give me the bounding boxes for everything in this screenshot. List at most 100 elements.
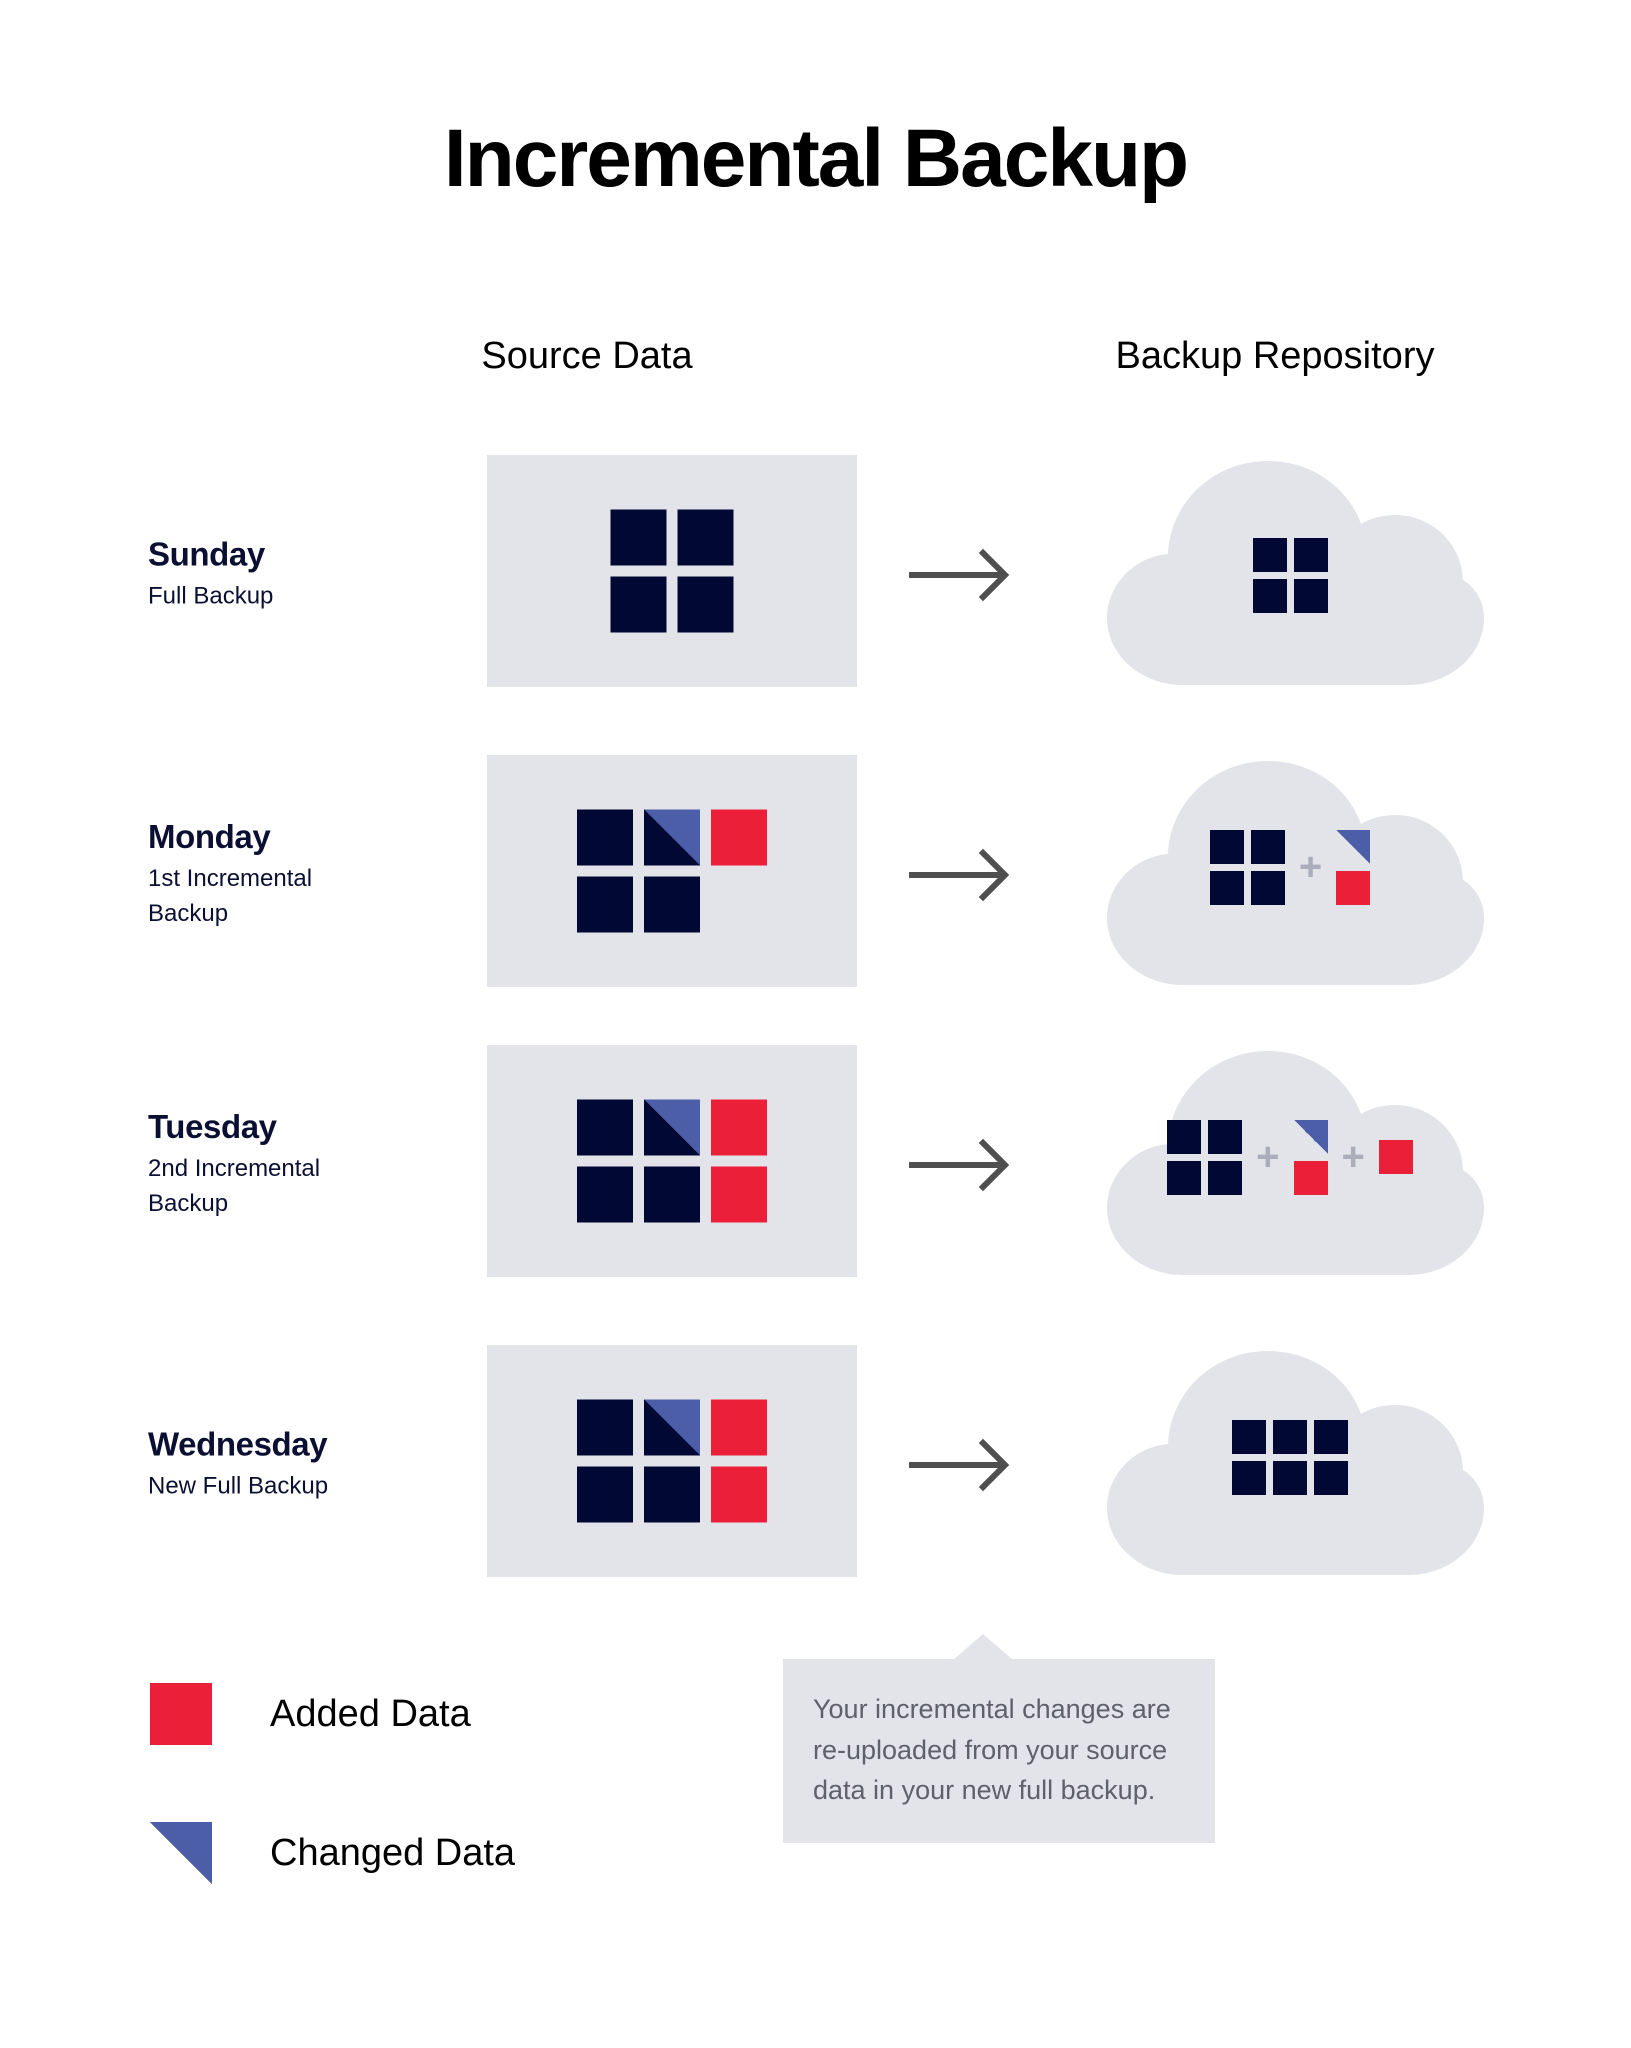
row-tuesday: Tuesday 2nd Incremental Backup — [0, 1045, 1631, 1285]
backup-repository-cloud-tuesday: + + — [1090, 1045, 1490, 1285]
legend-item-changed-data: Changed Data — [150, 1822, 515, 1884]
plus-icon: + — [1256, 1135, 1280, 1179]
repo-tile-navy — [1208, 1119, 1243, 1154]
source-tile-navy — [577, 876, 633, 933]
cloud-contents — [1090, 1345, 1490, 1585]
arrow-right-icon — [905, 1135, 1025, 1195]
repo-tile-grid — [1232, 1419, 1348, 1495]
source-tile-navy — [644, 1166, 700, 1223]
source-tile-navy — [677, 509, 734, 566]
repo-tile-navy — [1293, 537, 1328, 572]
repo-tile-grid — [1209, 829, 1285, 905]
cloud-icon — [1107, 761, 1484, 985]
source-tile-added — [711, 1466, 767, 1523]
cloud-contents: + + — [1090, 1045, 1490, 1285]
legend: Added Data Changed Data — [150, 1683, 515, 1961]
repo-increment-1 — [1293, 1119, 1328, 1195]
repo-tile-navy — [1167, 1160, 1202, 1195]
source-tile-added — [711, 1399, 767, 1456]
changed-data-triangle — [1336, 829, 1371, 864]
source-tile-navy — [644, 1466, 700, 1523]
source-tile-grid — [577, 1399, 767, 1523]
arrow-right-icon — [905, 545, 1025, 605]
repo-tile-navy — [1167, 1119, 1202, 1154]
source-tile-added — [711, 809, 767, 866]
row-monday: Monday 1st Incremental Backup — [0, 755, 1631, 995]
repo-tile-navy — [1273, 1419, 1307, 1454]
cloud-icon — [1107, 461, 1484, 685]
source-tile-empty — [711, 877, 767, 933]
repo-tile-navy — [1250, 829, 1285, 864]
callout-tooltip: Your incremental changes are re-uploaded… — [783, 1634, 1215, 1843]
repo-tile-navy — [1252, 578, 1287, 613]
cloud-contents — [1090, 455, 1490, 695]
page-title: Incremental Backup — [443, 113, 1189, 204]
source-tile-changed — [644, 1399, 700, 1456]
source-tile-navy — [577, 1099, 633, 1156]
source-tile-navy — [577, 1166, 633, 1223]
repo-increment-1 — [1336, 829, 1371, 905]
column-header-backup-repository: Backup Repository — [1115, 335, 1435, 377]
row-label-tuesday: Tuesday 2nd Incremental Backup — [148, 1108, 448, 1222]
arrow-right-icon — [905, 1435, 1025, 1495]
source-data-panel-wednesday — [487, 1345, 857, 1577]
backup-repository-cloud-wednesday — [1090, 1345, 1490, 1585]
row-day-label: Sunday — [148, 535, 265, 573]
row-subtitle-label: New Full Backup — [148, 1472, 329, 1500]
repo-tile-grid — [1252, 537, 1328, 613]
source-tile-changed — [644, 809, 700, 866]
added-data-square — [1336, 870, 1371, 905]
changed-data-triangle — [1293, 1119, 1328, 1154]
row-subtitle-label: Full Backup — [148, 582, 274, 610]
changed-data-swatch-icon — [150, 1822, 212, 1884]
backup-repository-cloud-monday: + — [1090, 755, 1490, 995]
source-tile-added — [711, 1166, 767, 1223]
row-day-label: Monday — [148, 818, 271, 856]
row-wednesday: Wednesday New Full Backup — [0, 1345, 1631, 1585]
legend-label: Changed Data — [270, 1832, 516, 1874]
row-label-sunday: Sunday Full Backup — [148, 536, 448, 615]
source-tile-grid — [577, 1099, 767, 1223]
source-tile-added — [711, 1099, 767, 1156]
plus-icon: + — [1341, 1135, 1365, 1179]
added-data-swatch-icon — [150, 1683, 212, 1745]
repo-tile-navy — [1273, 1460, 1307, 1495]
row-label-monday: Monday 1st Incremental Backup — [148, 818, 448, 932]
repo-tile-navy — [1252, 537, 1287, 572]
repo-tile-navy — [1209, 870, 1244, 905]
repo-tile-navy — [1314, 1419, 1348, 1454]
repo-increment-2 — [1378, 1140, 1413, 1174]
row-label-wednesday: Wednesday New Full Backup — [148, 1426, 448, 1505]
source-data-panel-tuesday — [487, 1045, 857, 1277]
row-day-label: Tuesday — [148, 1108, 277, 1146]
arrow-right-icon — [905, 845, 1025, 905]
repo-tile-grid — [1167, 1119, 1243, 1195]
repo-tile-navy — [1314, 1460, 1348, 1495]
callout-pointer-icon — [953, 1634, 1013, 1660]
source-tile-navy — [577, 1466, 633, 1523]
plus-icon: + — [1298, 845, 1323, 889]
cloud-contents: + — [1090, 755, 1490, 995]
column-header-source-data: Source Data — [481, 335, 693, 377]
legend-item-added-data: Added Data — [150, 1683, 515, 1745]
source-tile-navy — [577, 1399, 633, 1456]
repo-tile-navy — [1208, 1160, 1243, 1195]
row-subtitle-label: 1st Incremental Backup — [148, 865, 313, 927]
source-tile-grid — [577, 809, 767, 933]
source-tile-navy — [644, 876, 700, 933]
source-data-panel-monday — [487, 755, 857, 987]
repo-tile-navy — [1209, 829, 1244, 864]
source-tile-navy — [610, 576, 667, 633]
legend-label: Added Data — [270, 1693, 471, 1735]
row-sunday: Sunday Full Backup — [0, 455, 1631, 695]
row-day-label: Wednesday — [148, 1425, 328, 1463]
repo-tile-navy — [1232, 1460, 1266, 1495]
repo-tile-navy — [1250, 870, 1285, 905]
source-tile-changed — [644, 1099, 700, 1156]
repo-tile-navy — [1293, 578, 1328, 613]
source-tile-navy — [610, 509, 667, 566]
backup-repository-cloud-sunday — [1090, 455, 1490, 695]
source-tile-navy — [577, 809, 633, 866]
row-subtitle-label: 2nd Incremental Backup — [148, 1155, 321, 1217]
